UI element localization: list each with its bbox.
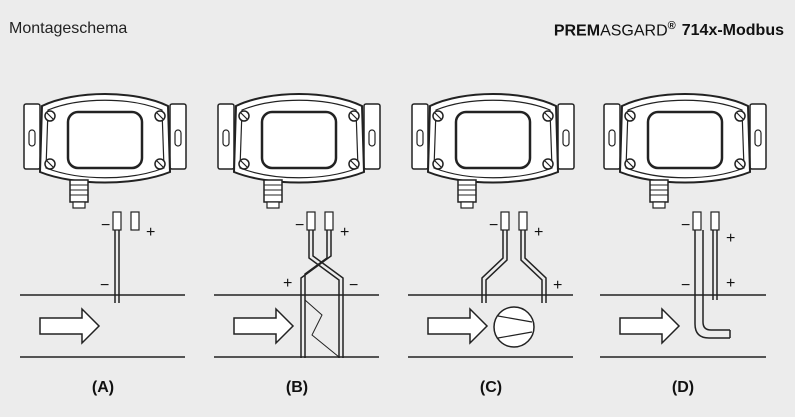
brand-suffix: ASGARD: [600, 22, 668, 40]
plus-sign: +: [726, 230, 735, 247]
registered-mark: ®: [667, 20, 676, 32]
minus-sign: −: [295, 217, 304, 234]
flow-arrow-icon: [39, 307, 101, 345]
panel-d: − + − + (D): [600, 92, 768, 396]
duct-plus-sign: +: [283, 275, 292, 292]
panel-label-c: (C): [480, 379, 502, 396]
pitot-tube: [702, 230, 730, 331]
flow-arrow-icon: [427, 307, 489, 345]
tube-line: [300, 230, 332, 358]
brand-prefix: PREM: [553, 22, 601, 40]
product-name: PREMASGARD® 714x-Modbus: [554, 20, 784, 40]
panel-label-b: (B): [286, 379, 308, 396]
duct-plus-sign: +: [726, 275, 735, 292]
flow-arrow-icon: [233, 307, 295, 345]
pressure-port-plus: [324, 211, 334, 231]
duct-plus-sign: +: [553, 277, 562, 294]
sensor-device: [216, 92, 382, 210]
flow-arrow-icon: [619, 307, 681, 345]
panel-a: − + − (A): [20, 92, 188, 396]
diagram-title: Montageschema: [9, 20, 128, 37]
tube-line: [304, 230, 328, 358]
flow-zigzag: [304, 299, 340, 358]
pressure-port-minus: [306, 211, 316, 231]
duct-minus-sign: −: [100, 277, 109, 294]
pressure-port-plus: [130, 211, 140, 231]
pitot-tube: [694, 230, 730, 339]
model-name: 714x-Modbus: [681, 22, 784, 40]
minus-sign: −: [101, 217, 110, 234]
tube-line: [520, 230, 543, 303]
tube-line: [485, 230, 508, 303]
pressure-port-plus: [710, 211, 720, 231]
pressure-port-minus: [692, 211, 702, 231]
panel-c: − + + (C): [408, 92, 576, 396]
pressure-port-plus: [518, 211, 528, 231]
plus-sign: +: [340, 224, 349, 241]
duct-minus-sign: −: [349, 277, 358, 294]
sensor-device: [602, 92, 768, 210]
panel-label-d: (D): [672, 379, 694, 396]
pressure-port-minus: [500, 211, 510, 231]
plus-sign: +: [534, 224, 543, 241]
minus-sign: −: [489, 217, 498, 234]
tube-line: [524, 230, 547, 303]
pressure-port-minus: [112, 211, 122, 231]
sensor-device: [22, 92, 188, 210]
minus-sign: −: [681, 217, 690, 234]
panel-label-a: (A): [92, 379, 114, 396]
tube-line: [481, 230, 504, 303]
fan-icon: [493, 306, 535, 348]
sensor-device: [410, 92, 576, 210]
tube-line: [312, 230, 344, 358]
tube-line: [308, 230, 340, 358]
panel-b: − + + − (B): [214, 92, 382, 396]
duct-minus-sign: −: [681, 277, 690, 294]
plus-sign: +: [146, 224, 155, 241]
